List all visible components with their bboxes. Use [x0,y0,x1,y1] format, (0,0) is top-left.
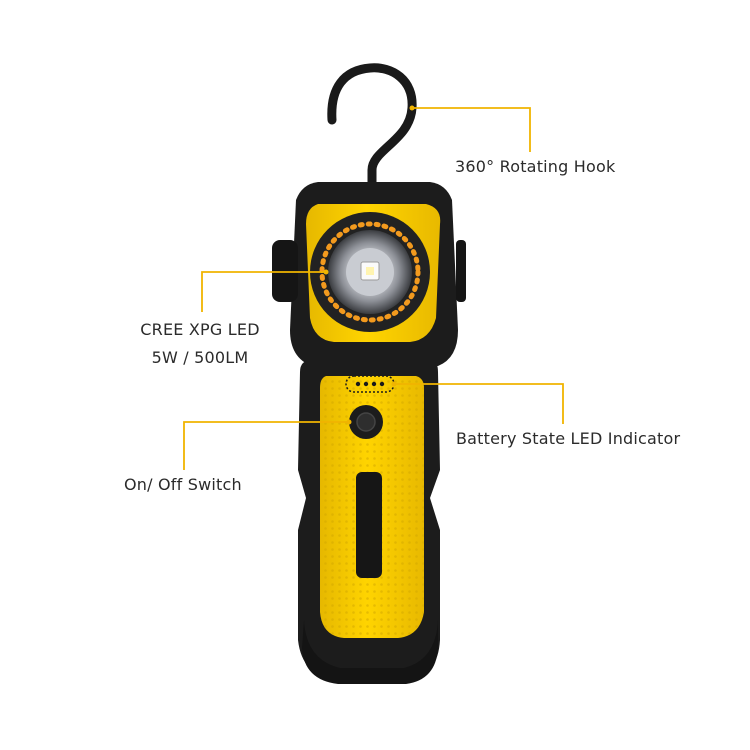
callout-label-hook: 360° Rotating Hook [455,157,616,176]
battery-led-4 [379,381,385,387]
callout-label-battery: Battery State LED Indicator [456,429,681,448]
callout-label-led-line1: CREE XPG LED [140,320,260,339]
hook-icon [327,63,417,187]
battery-led-2 [363,381,369,387]
callout-line-hook [412,107,531,152]
battery-led-1 [355,381,361,387]
callout-label-led: CREE XPG LED 5W / 500LM [140,316,260,372]
battery-led-3 [371,381,377,387]
callout-label-led-line2: 5W / 500LM [151,348,249,367]
callout-lines [183,107,564,470]
callout-label-switch: On/ Off Switch [124,475,242,494]
callout-line-led [201,271,326,312]
side-knob [272,240,298,302]
callout-line-switch [183,421,349,470]
body-slot [356,472,382,578]
callout-line-battery [394,383,564,424]
